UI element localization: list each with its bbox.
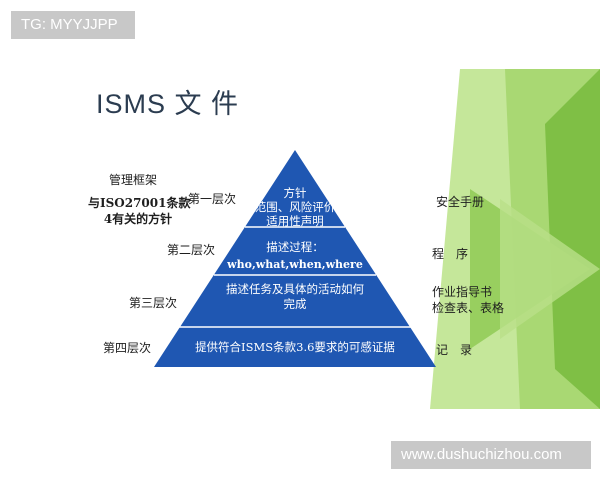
level-3-content: 描述任务及具体的活动如何 完成 (195, 282, 395, 312)
level-4-content: 提供符合ISMS条款3.6要求的可感证据 (170, 340, 420, 354)
level-4-label: 第四层次 (103, 341, 152, 355)
level-2-line-2: who,what,when,where (227, 258, 363, 271)
clause-note-line1: 与ISO27001条款 (88, 196, 191, 210)
slide-graphics (154, 69, 600, 409)
level-1-line-1: 方针 (283, 186, 307, 200)
level-1-label: 第一层次 (188, 192, 237, 206)
level-3-doc: 作业指导书 检查表、表格 (432, 284, 504, 316)
level-3-doc-line-1: 作业指导书 (432, 285, 493, 299)
framework-note: 管理框架 (109, 173, 158, 187)
level-1-line-3: 适用性声明 (266, 214, 324, 228)
level-3-line-1: 描述任务及具体的活动如何 (226, 282, 364, 296)
green-shape-front (545, 69, 600, 409)
level-2-label: 第二层次 (167, 243, 216, 257)
pyramid (154, 150, 436, 367)
level-4-doc: 记 录 (436, 343, 473, 357)
green-arrow-shape-light (500, 199, 600, 339)
level-3-label: 第三层次 (129, 296, 178, 310)
level-4-line-1: 提供符合ISMS条款3.6要求的可感证据 (195, 340, 395, 354)
slide: ISMS 文 件 管理框架 与ISO27001条款 4有关的方针 第一层次 第二… (0, 69, 600, 409)
level-2-line-1: 描述过程： (266, 240, 324, 254)
level-2-doc: 程 序 (432, 247, 469, 261)
clause-note: 与ISO27001条款 4有关的方针 (88, 195, 191, 227)
level-1-content: 方针 范围、风险评价 适用性声明 (245, 186, 345, 228)
watermark-bottom: www.dushuchizhou.com (391, 441, 591, 469)
slide-title: ISMS 文 件 (96, 89, 240, 119)
clause-note-line2: 4有关的方针 (103, 212, 173, 226)
level-3-doc-line-2: 检查表、表格 (432, 301, 505, 315)
level-3-line-2: 完成 (283, 297, 307, 311)
watermark-top: TG: MYYJJPP (11, 11, 135, 39)
level-1-line-2: 范围、风险评价 (254, 200, 336, 214)
level-1-doc: 安全手册 (436, 195, 485, 209)
level-2-content: 描述过程： who,what,when,where (214, 239, 376, 273)
